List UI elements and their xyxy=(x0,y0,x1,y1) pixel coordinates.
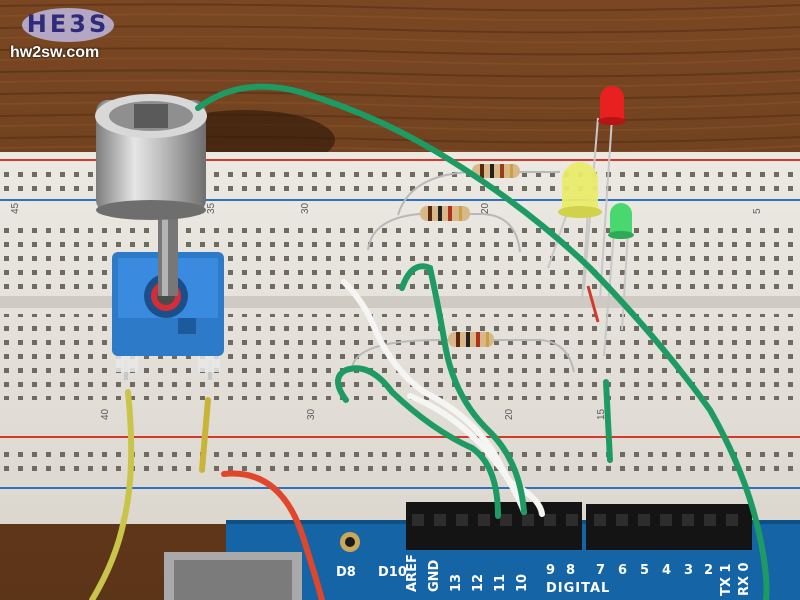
logo-domain: hw2sw.com xyxy=(10,44,100,61)
resistor-middle xyxy=(367,206,521,253)
column-number: 15 xyxy=(596,408,607,420)
pin-label-gnd: GND xyxy=(427,559,442,592)
wire-green-short xyxy=(603,379,613,463)
column-number: 20 xyxy=(480,202,491,214)
component-label-d10: D10 xyxy=(378,565,407,580)
wire-green-long xyxy=(195,83,770,600)
pin-label-9: 9 xyxy=(546,563,555,578)
wire-red xyxy=(221,470,325,600)
pin-label-rx0: RX 0 xyxy=(737,562,752,596)
digital-header-right xyxy=(586,504,752,550)
pin-label-4: 4 xyxy=(662,563,671,578)
arduino-board: AREF GND 13 12 11 10 9 8 7 6 5 4 3 2 TX … xyxy=(164,502,800,600)
pin-label-6: 6 xyxy=(618,563,627,578)
component-label-d8: D8 xyxy=(336,565,356,580)
column-number: 35 xyxy=(206,202,217,214)
pin-label-8: 8 xyxy=(566,563,575,578)
socket-wrench-bit xyxy=(95,94,207,296)
pin-label-12: 12 xyxy=(471,574,486,592)
column-number: 20 xyxy=(504,408,515,420)
wire-green-lower xyxy=(335,365,501,519)
column-number: 5 xyxy=(752,208,763,214)
wire-yellow xyxy=(89,389,135,600)
resistor-lower xyxy=(351,332,575,373)
logo-mark xyxy=(22,8,114,42)
column-number: 30 xyxy=(306,408,317,420)
pin-label-7: 7 xyxy=(596,563,605,578)
led-red xyxy=(583,86,626,323)
wire-green-middle xyxy=(399,263,527,515)
pin-label-2: 2 xyxy=(704,563,713,578)
column-number: 45 xyxy=(10,202,21,214)
power-rail-bottom-holes xyxy=(0,444,800,480)
pin-label-11: 11 xyxy=(493,574,508,592)
logo-letters: HE3S xyxy=(26,10,110,38)
led-red-lead-marker xyxy=(586,285,600,323)
wire-yellow-short xyxy=(199,397,211,473)
led-green xyxy=(603,203,634,357)
column-numbers-top: 45 35 30 20 5 xyxy=(10,202,763,214)
wire-white-lower xyxy=(407,393,545,517)
pin-label-tx1: TX 1 xyxy=(719,564,734,596)
column-number: 30 xyxy=(300,202,311,214)
pin-label-3: 3 xyxy=(684,563,693,578)
pin-label-5: 5 xyxy=(640,563,649,578)
column-numbers-bottom: 40 30 20 15 xyxy=(100,408,607,420)
pin-label-10: 10 xyxy=(515,574,530,592)
pin-label-13: 13 xyxy=(449,574,464,592)
pin-label-aref: AREF xyxy=(405,554,420,592)
hw2sw-logo: HE3S hw2sw.com xyxy=(8,6,120,66)
column-number: 40 xyxy=(100,408,111,420)
led-yellow xyxy=(547,162,602,301)
digital-section-label: DIGITAL xyxy=(546,581,610,596)
